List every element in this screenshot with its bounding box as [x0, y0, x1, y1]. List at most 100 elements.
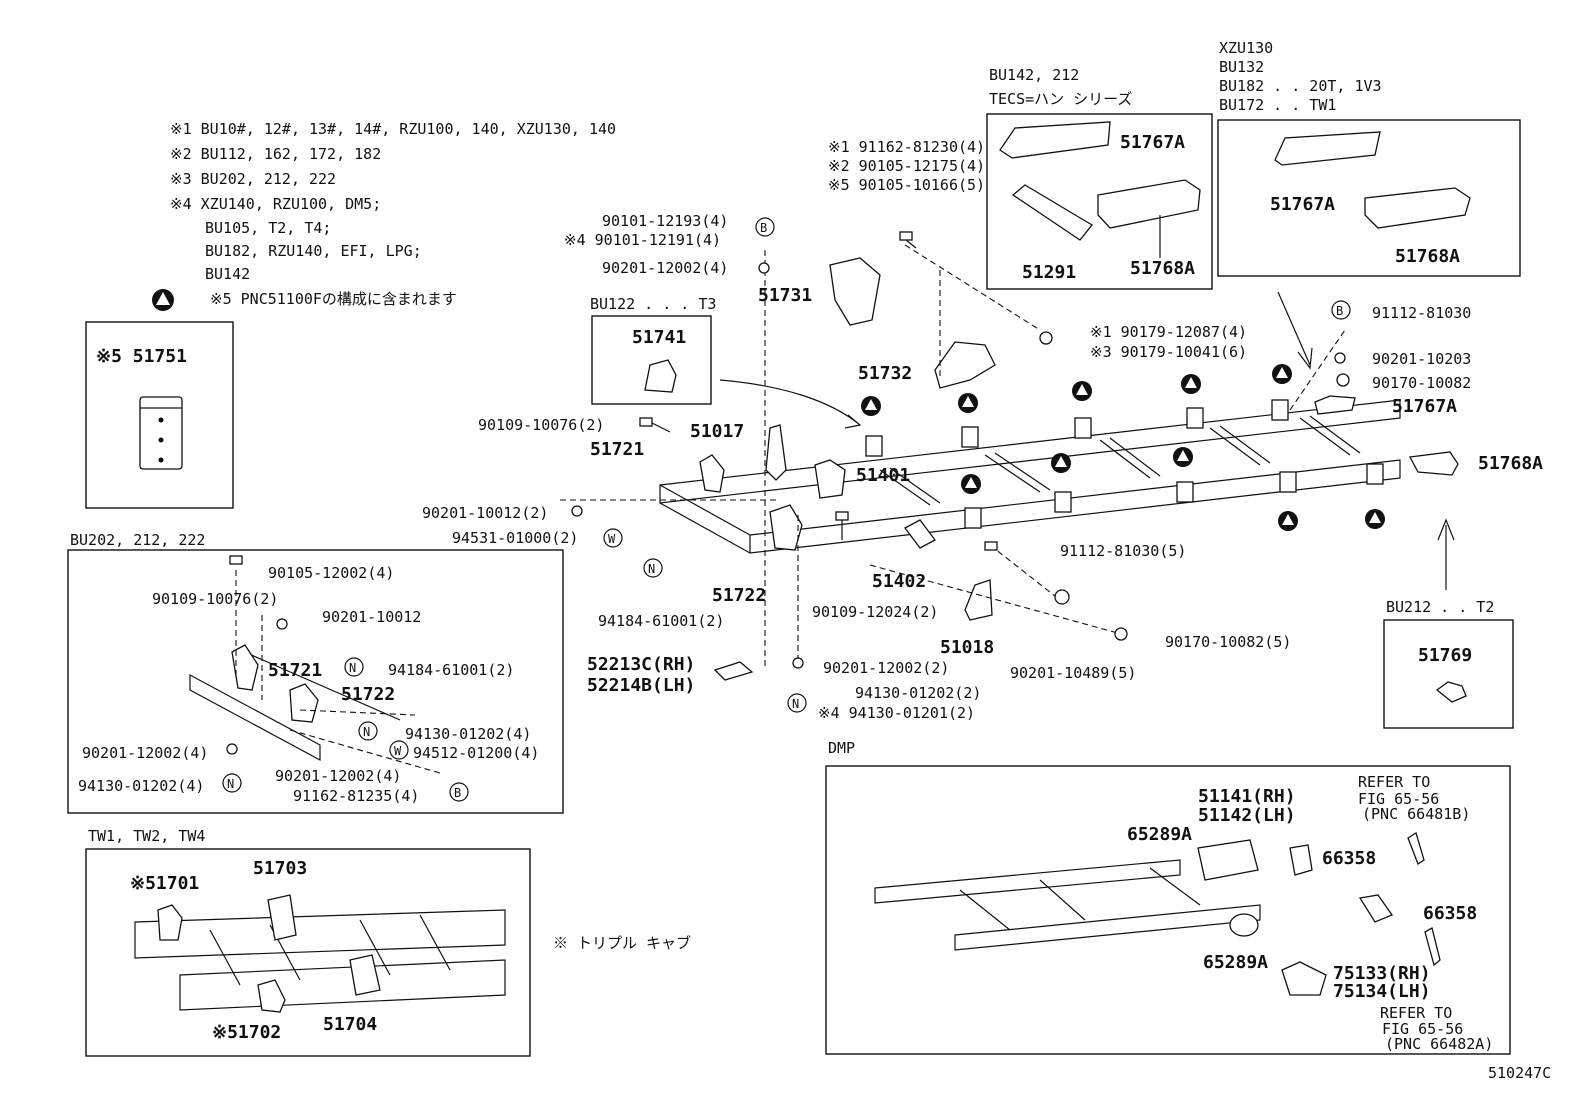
dmp-label-66358-alt: 66358 [1423, 903, 1477, 924]
tw-label-51702: ※51702 [212, 1022, 281, 1043]
label-51721: 51721 [590, 439, 644, 460]
bu202-label-2: 90109-10076(2) [152, 590, 278, 608]
box-xzu130-frame [1217, 119, 1521, 277]
box-bu212: BU212 . . T2 51769 [1383, 518, 1514, 729]
box-51751: ※5 51751 [85, 289, 234, 509]
box-bu202: BU202, 212, 222 N N W N B 90105-12002(4)… [67, 531, 564, 814]
note-4b: BU105, T2, T4; [205, 219, 331, 237]
note-3: ※3 BU202, 212, 222 [170, 170, 336, 188]
label-51017: 51017 [690, 421, 744, 442]
bracket-51732-icon [934, 341, 996, 389]
label-nut-1: ※1 90179-12087(4) [1090, 323, 1247, 341]
label-90201-10012: 90201-10012(2) [422, 504, 548, 522]
box-bu122-frame [591, 315, 712, 405]
dmp-refer-top-1: REFER TO [1358, 773, 1430, 791]
dmp-refer-bottom-1: REFER TO [1380, 1004, 1452, 1022]
part-51769-icon [1435, 681, 1467, 703]
label-91112-81030: 91112-81030(5) [1060, 542, 1186, 560]
svg-text:B: B [1336, 304, 1343, 318]
part-label-51741: 51741 [632, 327, 686, 348]
dmp-label-51141: 51141(RH) [1198, 786, 1296, 807]
label-right-91112: 91112-81030 [1372, 304, 1471, 322]
svg-text:W: W [394, 744, 402, 758]
note-4: ※4 XZU140, RZU100, DM5; [170, 195, 381, 213]
box-tw-header: TW1, TW2, TW4 [88, 827, 205, 845]
part-51767A-alt-icon [1274, 131, 1381, 166]
label-right-90170: 90170-10082 [1372, 374, 1471, 392]
arrow-into-frame-icon [719, 379, 862, 429]
bracket-51722-icon [769, 504, 803, 551]
part-66482A-icon [1424, 927, 1441, 967]
box-bu122-header: BU122 . . . T3 [590, 295, 716, 313]
label-52214B: 52214B(LH) [587, 675, 695, 696]
label-90109-12024: 90109-12024(2) [812, 603, 938, 621]
bu202-label-1: 90105-12002(4) [268, 564, 394, 582]
part-label-51767A: 51767A [1120, 132, 1185, 153]
label-94130-01202: 94130-01202(2) [855, 684, 981, 702]
bracket-51722-alt-icon [289, 683, 319, 723]
label-90170-10082: 90170-10082(5) [1165, 633, 1291, 651]
tw-label-51701: ※51701 [130, 873, 199, 894]
frame-rail-far [659, 399, 1401, 504]
triangle-marker-icon [152, 289, 174, 311]
dmp-label-75134: 75134(LH) [1333, 981, 1431, 1002]
part-75133-icon [1281, 961, 1327, 996]
part-51704-icon [349, 954, 381, 996]
tw-label-51703: 51703 [253, 858, 307, 879]
circle-markers-bu202: N N W N B [222, 657, 469, 802]
dmp-refer-top-2: FIG 65-56 [1358, 790, 1439, 808]
part-51141-icon [1197, 839, 1259, 881]
label-top-bolt-3: ※5 90105-10166(5) [828, 176, 985, 194]
part-51703-icon [267, 894, 297, 941]
part-label-51751: ※5 51751 [96, 346, 187, 367]
label-94184-61001: 94184-61001(2) [598, 612, 724, 630]
box-bu202-header: BU202, 212, 222 [70, 531, 205, 549]
part-51702-icon [257, 979, 286, 1013]
dmp-refer-top-3: (PNC 66481B) [1362, 805, 1470, 823]
dmp-label-65289A: 65289A [1127, 824, 1192, 845]
label-nut-2: ※3 90179-10041(6) [1090, 343, 1247, 361]
svg-text:N: N [648, 562, 655, 576]
label-51731: 51731 [758, 285, 812, 306]
part-66358-icon [1289, 844, 1313, 876]
bu202-label-9: 90201-12002(4) [82, 744, 208, 762]
part-51767A-icon [999, 121, 1111, 159]
part-label-51769: 51769 [1418, 645, 1472, 666]
label-right-51768A: 51768A [1478, 453, 1543, 474]
svg-text:N: N [227, 777, 234, 791]
part-51741-icon [644, 359, 677, 393]
bu202-label-3: 90201-10012 [322, 608, 421, 626]
box-dmp: DMP 51141(RH) 51142(LH) 65289A 66358 663… [825, 739, 1511, 1055]
label-right-90201: 90201-10203 [1372, 350, 1471, 368]
part-51291-icon [1011, 184, 1093, 241]
note-2: ※2 BU112, 162, 172, 182 [170, 145, 381, 163]
dmp-label-51142: 51142(LH) [1198, 805, 1296, 826]
bracket-51018-icon [964, 579, 993, 621]
dmp-label-66358: 66358 [1322, 848, 1376, 869]
svg-text:N: N [363, 725, 370, 739]
dmp-refer-bottom-3: (PNC 66482A) [1385, 1035, 1493, 1053]
circle-n-icon: N N [643, 558, 807, 713]
applicability-notes: ※1 BU10#, 12#, 13#, 14#, RZU100, 140, XZ… [170, 120, 616, 308]
note-5: ※5 PNC51100Fの構成に含まれます [210, 290, 457, 308]
bracket-51767A-main-icon [1314, 395, 1356, 415]
tw-note: ※ トリプル キャブ [553, 934, 691, 952]
label-94130-01201: ※4 94130-01201(2) [818, 704, 975, 722]
figure-code: 510247C [1488, 1064, 1551, 1082]
label-90201-12002-2: 90201-12002(2) [823, 659, 949, 677]
note-1: ※1 BU10#, 12#, 13#, 14#, RZU100, 140, XZ… [170, 120, 616, 138]
bu202-label-5: 94184-61001(2) [388, 661, 514, 679]
box-bu142-header-1: BU142, 212 [989, 66, 1079, 84]
label-51402: 51402 [872, 571, 926, 592]
box-dmp-frame [825, 765, 1511, 1055]
bracket-51731-icon [829, 257, 881, 326]
part-label-51291: 51291 [1022, 262, 1076, 283]
circle-b-icon: B B [755, 217, 1351, 320]
svg-text:B: B [454, 786, 461, 800]
bracket-51017-icon [765, 424, 787, 481]
dmp-label-65289A-alt: 65289A [1203, 952, 1268, 973]
dmp-label-75133: 75133(RH) [1333, 963, 1431, 984]
box-51751-frame [85, 321, 234, 509]
part-65289A-icon [1229, 913, 1259, 937]
label-90201-10489: 90201-10489(5) [1010, 664, 1136, 682]
